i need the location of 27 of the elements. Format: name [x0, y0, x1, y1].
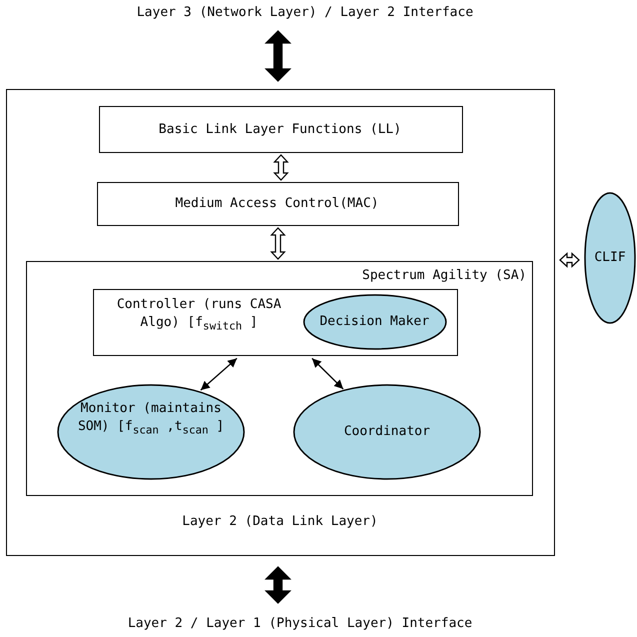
interface-label: Layer 3 (Network Layer) / Layer 2 Interface [100, 3, 510, 23]
process-box [93, 289, 458, 356]
ellipse-node [584, 192, 636, 324]
ellipse-node [293, 384, 481, 480]
node-label: Controller (runs CASA Algo) [f$_{switch}$ ] [116, 296, 282, 335]
node-label: Layer 2 (Data Link Layer) [181, 513, 379, 531]
double-arrow [264, 566, 292, 604]
arrow [200, 358, 238, 391]
double-arrow [264, 30, 292, 82]
double-arrow [273, 154, 289, 181]
node-label: Coordinator [342, 423, 432, 441]
arrow [312, 358, 344, 390]
node-label: Medium Access Control(MAC) [174, 194, 380, 212]
double-arrow [270, 227, 286, 260]
double-arrow [559, 252, 580, 268]
node-label: Decision Maker [318, 312, 430, 330]
node-label: Spectrum Agility (SA) [361, 266, 526, 284]
node-label: Basic Link Layer Functions (LL) [158, 120, 402, 138]
interface-label: Layer 2 / Layer 1 (Physical Layer) Interface [80, 614, 520, 634]
ellipse-node [57, 384, 245, 480]
node-label: Monitor (maintains SOM) [f$_{scan}$ ,t$_{scan}$ ] [76, 400, 226, 439]
ellipse-node [302, 294, 446, 350]
node-label: CLIF [593, 249, 627, 267]
process-box [98, 106, 462, 152]
layer-box [6, 89, 555, 556]
layer-box [26, 260, 532, 496]
process-box [96, 182, 458, 226]
